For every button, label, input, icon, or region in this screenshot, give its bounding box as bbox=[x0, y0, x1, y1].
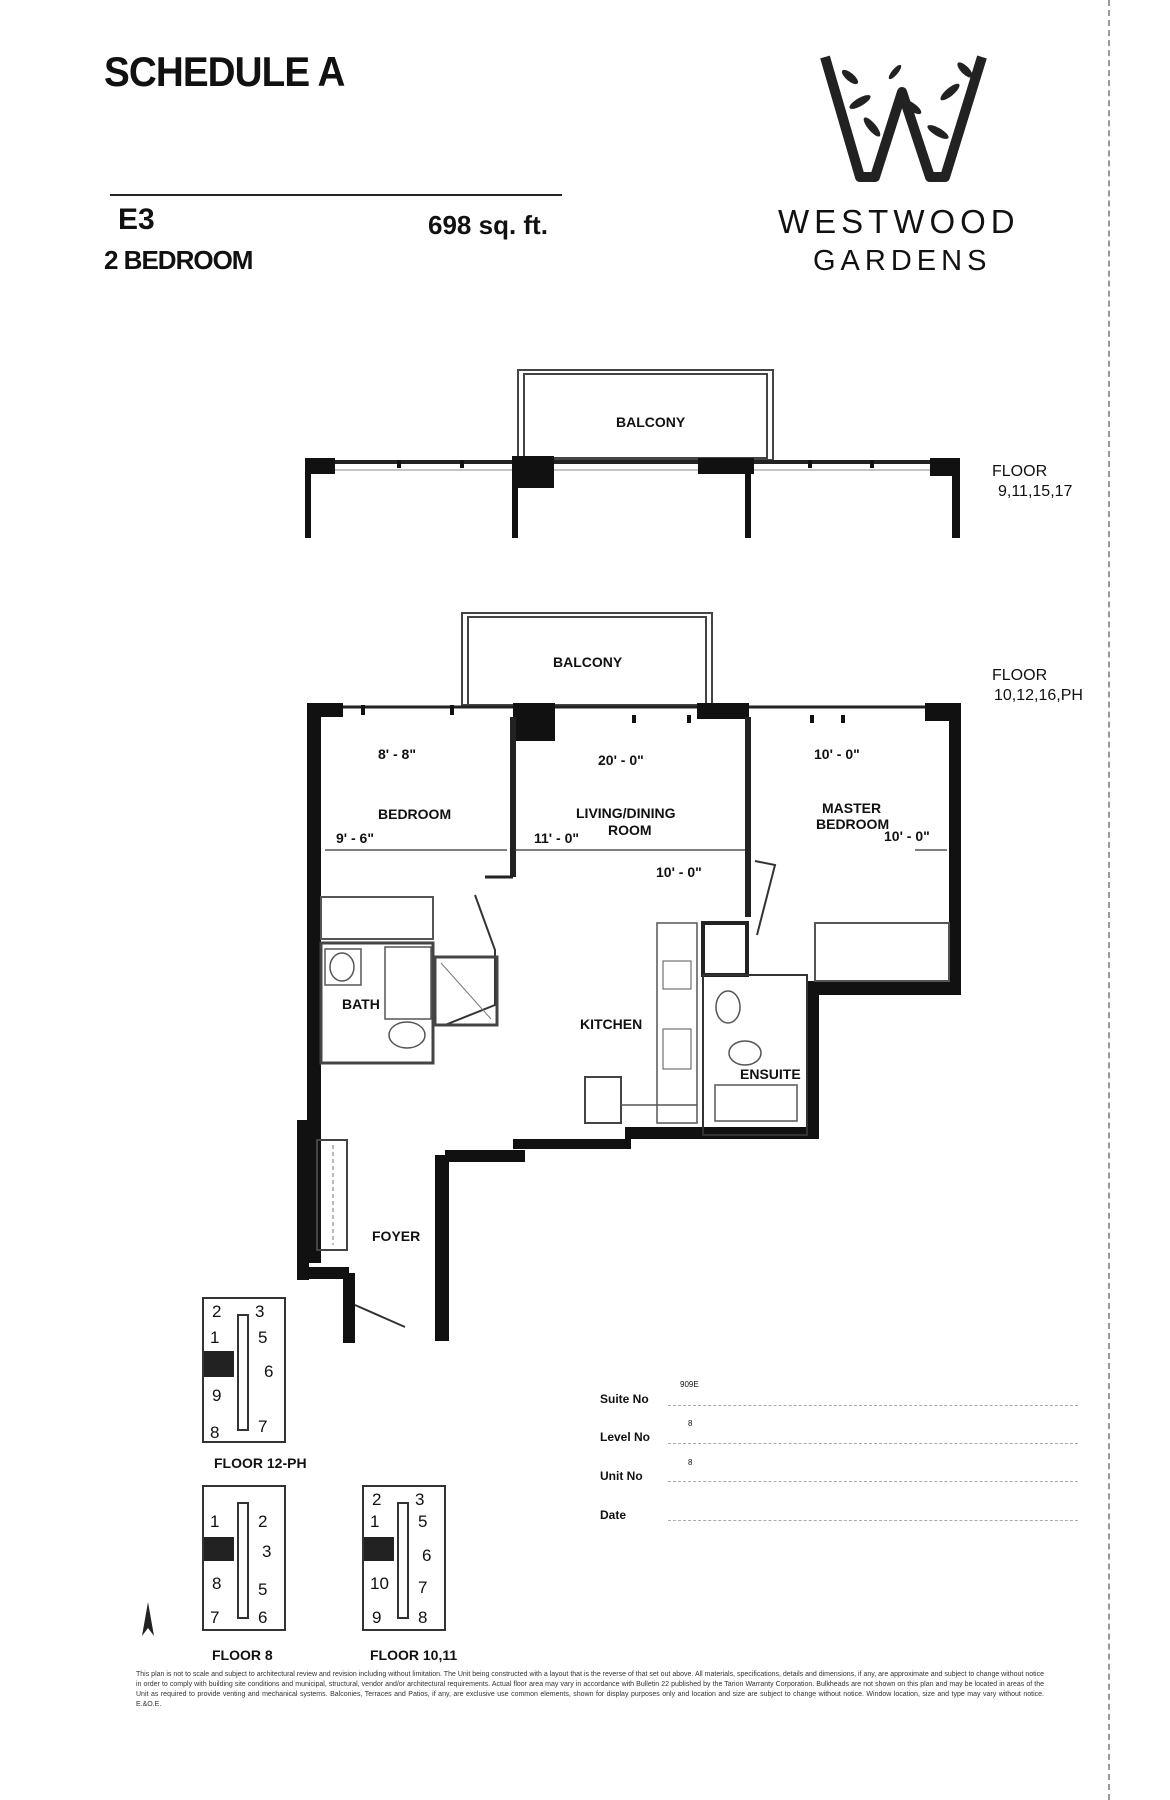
main-floor-plan bbox=[297, 612, 961, 1343]
svg-text:2: 2 bbox=[258, 1512, 267, 1531]
suite-no-line[interactable] bbox=[668, 1405, 1078, 1406]
unit-code: E3 bbox=[118, 203, 155, 236]
upper-floor-numbers: 9,11,15,17 bbox=[998, 483, 1073, 500]
svg-text:7: 7 bbox=[258, 1417, 267, 1436]
level-no-line[interactable] bbox=[668, 1443, 1078, 1444]
svg-text:2: 2 bbox=[212, 1302, 221, 1321]
master-bedroom-label-line2: BEDROOM bbox=[816, 816, 890, 832]
svg-text:6: 6 bbox=[264, 1362, 273, 1381]
bath-label: BATH bbox=[342, 996, 380, 1012]
key-plan-floor-10-11: 2 3 1 5 6 10 7 9 8 bbox=[362, 1485, 446, 1631]
svg-text:8: 8 bbox=[210, 1423, 219, 1442]
bedroom-depth-dim: 9' - 6" bbox=[336, 830, 374, 846]
key-plan-floor-8-label: FLOOR 8 bbox=[212, 1647, 273, 1663]
level-no-value: 8 bbox=[688, 1419, 693, 1428]
leafy-w-logo-icon bbox=[820, 55, 987, 182]
svg-text:5: 5 bbox=[418, 1512, 427, 1531]
schedule-title: SCHEDULE A bbox=[104, 48, 345, 95]
svg-text:10: 10 bbox=[370, 1574, 389, 1593]
svg-text:1: 1 bbox=[370, 1512, 379, 1531]
lower-floor-label: FLOOR bbox=[992, 667, 1048, 684]
living-depth-dim: 11' - 0" bbox=[534, 830, 579, 846]
svg-text:7: 7 bbox=[210, 1608, 219, 1627]
svg-text:9: 9 bbox=[212, 1386, 221, 1405]
upper-floor-label: FLOOR bbox=[992, 463, 1048, 480]
upper-floor-partial-plan bbox=[305, 369, 960, 538]
svg-text:8: 8 bbox=[418, 1608, 427, 1627]
brand-name-line1: WESTWOOD bbox=[778, 203, 1020, 240]
unit-no-label: Unit No bbox=[600, 1469, 643, 1483]
svg-text:1: 1 bbox=[210, 1512, 219, 1531]
suite-no-value: 909E bbox=[680, 1380, 699, 1389]
svg-text:6: 6 bbox=[422, 1546, 431, 1565]
master-width-dim: 10' - 0" bbox=[814, 746, 860, 762]
svg-text:9: 9 bbox=[372, 1608, 381, 1627]
svg-text:5: 5 bbox=[258, 1580, 267, 1599]
unit-no-value: 8 bbox=[688, 1458, 693, 1467]
legal-disclaimer: This plan is not to scale and subject to… bbox=[136, 1671, 1044, 1708]
unit-no-line[interactable] bbox=[668, 1481, 1078, 1482]
living-dining-label-line1: LIVING/DINING bbox=[576, 805, 676, 821]
svg-text:3: 3 bbox=[262, 1542, 271, 1561]
kitchen-label: KITCHEN bbox=[580, 1016, 643, 1032]
key-plan-floor-10-11-label: FLOOR 10,11 bbox=[370, 1647, 458, 1663]
key-plan-floor-12-ph-label: FLOOR 12-PH bbox=[214, 1455, 307, 1471]
lower-balcony-label: BALCONY bbox=[553, 654, 623, 670]
upper-balcony-label: BALCONY bbox=[616, 414, 686, 430]
north-arrow-icon bbox=[142, 1602, 154, 1636]
key-plan-floor-8: 1 2 3 8 5 7 6 bbox=[202, 1485, 286, 1631]
brand-name-line2: GARDENS bbox=[813, 245, 992, 277]
unit-area: 698 sq. ft. bbox=[428, 210, 548, 240]
suite-no-label: Suite No bbox=[600, 1392, 649, 1406]
date-line[interactable] bbox=[668, 1520, 1078, 1521]
living-depth-dim-2: 10' - 0" bbox=[656, 864, 702, 880]
bedroom-count: 2 BEDROOM bbox=[104, 245, 253, 275]
ensuite-label: ENSUITE bbox=[740, 1066, 801, 1082]
svg-text:5: 5 bbox=[258, 1328, 267, 1347]
bedroom-width-dim: 8' - 8" bbox=[378, 746, 416, 762]
svg-text:3: 3 bbox=[415, 1490, 424, 1509]
key-plan-floor-12-ph: 2 3 1 5 6 9 8 7 bbox=[202, 1297, 286, 1443]
foyer-label: FOYER bbox=[372, 1228, 421, 1244]
living-dining-label-line2: ROOM bbox=[608, 822, 652, 838]
svg-text:2: 2 bbox=[372, 1490, 381, 1509]
date-label: Date bbox=[600, 1508, 627, 1522]
svg-text:3: 3 bbox=[255, 1302, 264, 1321]
header-rule bbox=[110, 194, 562, 196]
svg-text:1: 1 bbox=[210, 1328, 219, 1347]
master-depth-dim: 10' - 0" bbox=[884, 828, 930, 844]
level-no-label: Level No bbox=[600, 1430, 651, 1444]
master-bedroom-label-line1: MASTER bbox=[822, 800, 882, 816]
svg-text:6: 6 bbox=[258, 1608, 267, 1627]
svg-text:7: 7 bbox=[418, 1578, 427, 1597]
page-edge-divider bbox=[1108, 0, 1112, 1800]
living-width-dim: 20' - 0" bbox=[598, 752, 644, 768]
svg-text:8: 8 bbox=[212, 1574, 221, 1593]
lower-floor-numbers: 10,12,16,PH bbox=[994, 687, 1083, 704]
bedroom-label: BEDROOM bbox=[378, 806, 452, 822]
